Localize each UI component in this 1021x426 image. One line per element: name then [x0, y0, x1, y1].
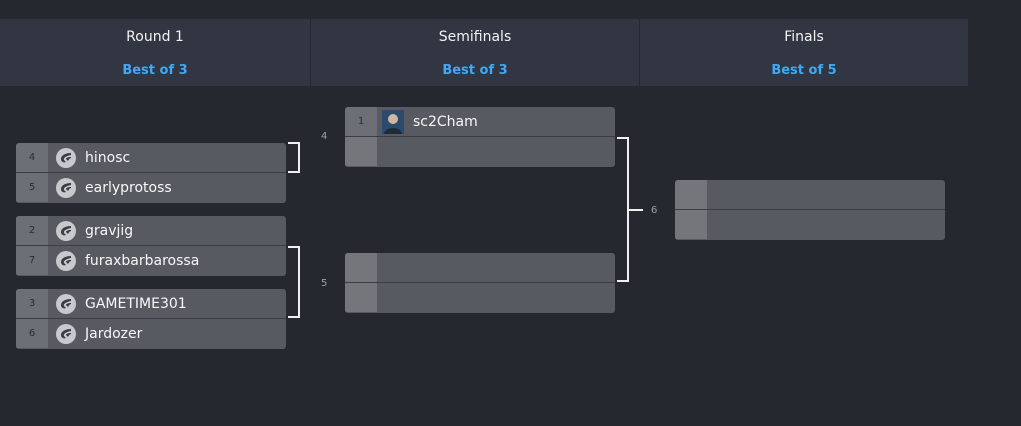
- player-name: furaxbarbarossa: [85, 252, 200, 269]
- seed-number: 2: [16, 216, 48, 245]
- seed-number: [345, 283, 377, 312]
- seed-number: 4: [16, 143, 48, 172]
- match-slot[interactable]: 2 gravjig: [16, 216, 286, 245]
- match-number: 4: [321, 131, 328, 142]
- player-name: Jardozer: [85, 325, 143, 342]
- match-slot[interactable]: 5 earlyprotoss: [16, 173, 286, 202]
- slot-divider: [16, 172, 286, 173]
- seed-number: 1: [345, 107, 377, 136]
- player-name: gravjig: [85, 222, 134, 239]
- seed-number: 5: [16, 173, 48, 202]
- match-slot[interactable]: 6 Jardozer: [16, 319, 286, 348]
- match-slot-empty[interactable]: [345, 253, 615, 282]
- match-round1-b[interactable]: 2 gravjig 7 furaxbarbarossa: [16, 216, 286, 276]
- wing-logo-icon: [56, 293, 76, 314]
- round-best-of: Best of 3: [442, 63, 508, 78]
- player-name: hinosc: [85, 149, 131, 166]
- match-slot-empty[interactable]: [345, 283, 615, 312]
- round-header-semifinals: Semifinals Best of 3: [311, 19, 640, 86]
- round-best-of: Best of 3: [122, 63, 188, 78]
- match-slot-empty[interactable]: [675, 210, 945, 239]
- slot-divider: [675, 209, 945, 210]
- seed-number: 6: [16, 319, 48, 348]
- wing-logo-icon: [56, 220, 76, 241]
- match-number: 6: [651, 205, 658, 216]
- round-title: Semifinals: [438, 29, 512, 45]
- seed-number: 7: [16, 246, 48, 275]
- bracket-connector: [288, 142, 300, 173]
- match-semifinal-2[interactable]: [345, 253, 615, 313]
- bracket-connector-stub: [629, 209, 643, 211]
- seed-number: [675, 210, 707, 239]
- wing-logo-icon: [56, 323, 76, 344]
- wing-logo-icon: [56, 250, 76, 271]
- match-final[interactable]: [675, 180, 945, 240]
- player-avatar: [382, 109, 404, 134]
- slot-divider: [16, 245, 286, 246]
- slot-divider: [16, 318, 286, 319]
- player-name: earlyprotoss: [85, 179, 172, 196]
- seed-number: 3: [16, 289, 48, 318]
- match-slot[interactable]: 7 furaxbarbarossa: [16, 246, 286, 275]
- round-header-round1: Round 1 Best of 3: [0, 19, 311, 86]
- match-semifinal-1[interactable]: 1 sc2Cham: [345, 107, 615, 167]
- match-slot[interactable]: 3 GAMETIME301: [16, 289, 286, 318]
- match-slot[interactable]: 4 hinosc: [16, 143, 286, 172]
- seed-number: [345, 137, 377, 166]
- match-number: 5: [321, 278, 328, 289]
- match-round1-c[interactable]: 3 GAMETIME301 6 Jardozer: [16, 289, 286, 349]
- round-best-of: Best of 5: [771, 63, 837, 78]
- match-slot[interactable]: 1 sc2Cham: [345, 107, 615, 136]
- wing-logo-icon: [56, 177, 76, 198]
- round-title: Finals: [784, 29, 824, 45]
- seed-number: [345, 253, 377, 282]
- slot-divider: [345, 136, 615, 137]
- bracket-connector: [617, 137, 629, 282]
- match-slot-empty[interactable]: [345, 137, 615, 166]
- player-name: GAMETIME301: [85, 295, 187, 312]
- match-round1-a[interactable]: 4 hinosc 5 earlyprotoss: [16, 143, 286, 203]
- player-name: sc2Cham: [413, 113, 478, 130]
- round-title: Round 1: [126, 29, 184, 45]
- slot-divider: [345, 282, 615, 283]
- bracket-connector: [288, 246, 300, 318]
- seed-number: [675, 180, 707, 209]
- wing-logo-icon: [56, 147, 76, 168]
- round-header-finals: Finals Best of 5: [640, 19, 968, 86]
- match-slot-empty[interactable]: [675, 180, 945, 209]
